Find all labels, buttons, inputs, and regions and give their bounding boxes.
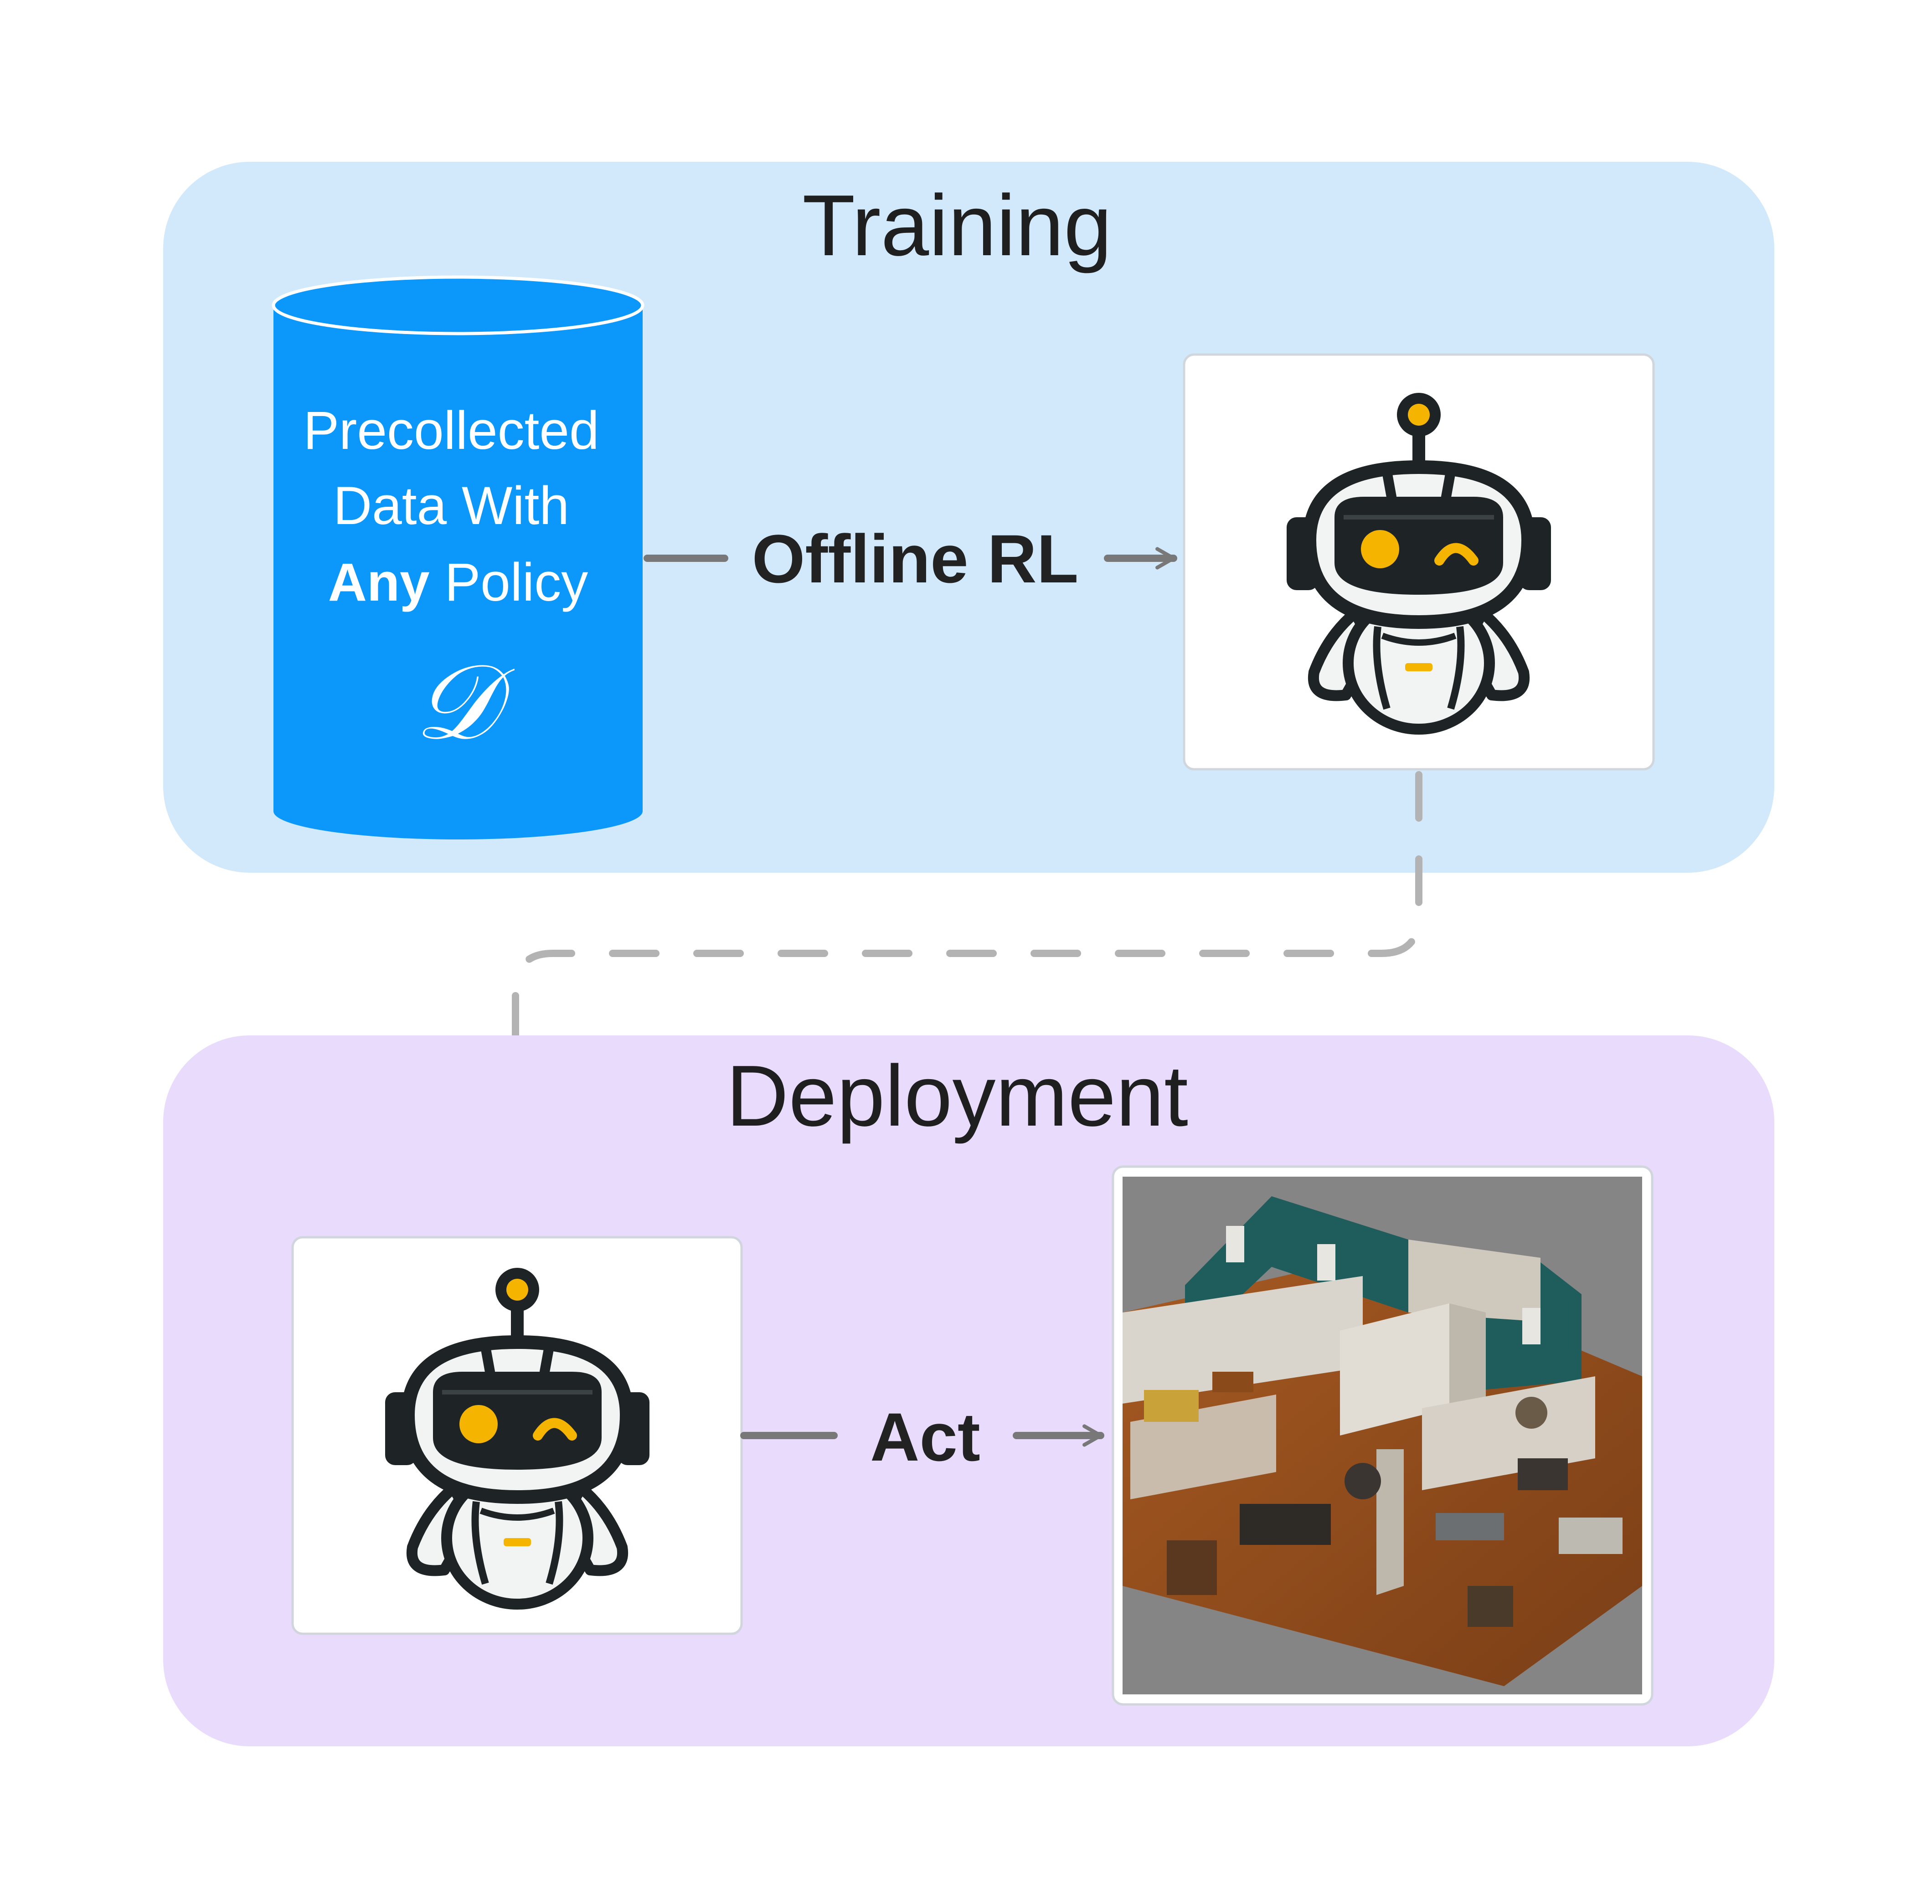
act-label: Act — [870, 1399, 980, 1475]
environment-card — [1112, 1165, 1654, 1706]
deployment-agent-card — [291, 1236, 743, 1635]
database-label-any: Any — [328, 552, 430, 612]
database-label-line1: Precollected — [303, 401, 599, 461]
training-agent-card — [1183, 353, 1655, 771]
training-panel: Training Precollected Data With Any Poli… — [163, 162, 1774, 873]
training-title: Training — [802, 177, 1112, 274]
database-label-line3: Any Policy — [328, 552, 588, 612]
act-arrow: Act — [740, 1399, 1104, 1475]
database-cylinder: Precollected Data With Any Policy 𝒟 — [272, 275, 644, 839]
house-floorplan-3d-icon — [1123, 1196, 1642, 1686]
database-label-line2: Data With — [333, 476, 569, 536]
deployment-title: Deployment — [726, 1048, 1188, 1144]
offline-rl-label: Offline RL — [752, 520, 1079, 597]
offline-rl-arrow: Offline RL — [644, 520, 1177, 597]
database-label-policy: Policy — [430, 552, 588, 612]
deployment-panel: Deployment Act — [163, 1035, 1774, 1746]
